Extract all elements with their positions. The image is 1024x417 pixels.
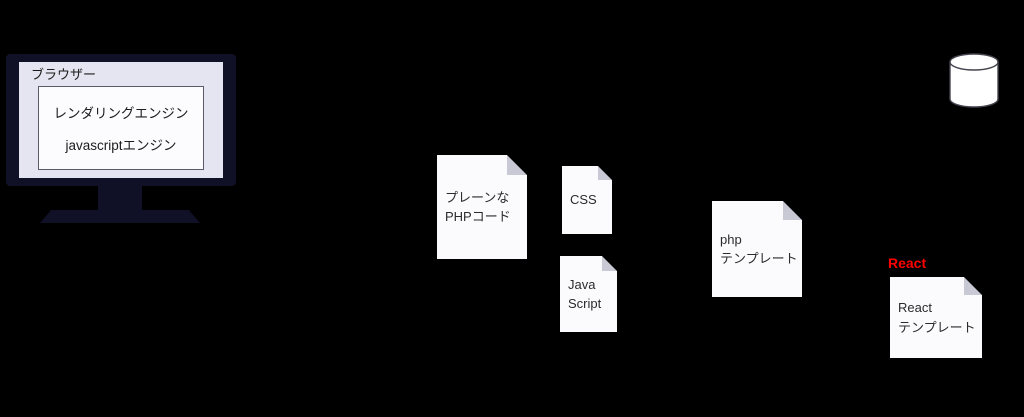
document-react-template-text: React テンプレート bbox=[890, 298, 976, 337]
document-css-line1: CSS bbox=[570, 192, 597, 208]
monitor-bezel: ブラウザー レンダリングエンジン javascriptエンジン bbox=[6, 54, 236, 186]
monitor-stand-neck bbox=[98, 186, 142, 211]
document-plain-php-line1: プレーンな bbox=[445, 189, 510, 205]
rendering-engine-label: レンダリングエンジン bbox=[53, 106, 189, 121]
react-badge: React bbox=[888, 255, 927, 271]
document-php-template-line1: php bbox=[720, 231, 742, 247]
document-javascript-text: Java Script bbox=[560, 275, 601, 314]
monitor-stand-base bbox=[40, 210, 200, 223]
document-php-template: php テンプレート bbox=[712, 201, 802, 297]
monitor-screen: ブラウザー レンダリングエンジン javascriptエンジン bbox=[19, 62, 223, 178]
document-plain-php-line2: PHPコード bbox=[445, 209, 511, 224]
document-plain-php: プレーンな PHPコード bbox=[437, 155, 527, 259]
document-css: CSS bbox=[562, 166, 612, 234]
document-react-template-line2: テンプレート bbox=[898, 319, 976, 335]
document-react-template: React テンプレート bbox=[890, 277, 982, 358]
document-javascript-line2: Script bbox=[568, 296, 602, 311]
database-cylinder-icon bbox=[948, 53, 1000, 111]
document-plain-php-text: プレーンな PHPコード bbox=[437, 188, 511, 227]
browser-label: ブラウザー bbox=[31, 67, 97, 82]
document-react-template-line1: React bbox=[898, 300, 932, 315]
engine-box: レンダリングエンジン javascriptエンジン bbox=[38, 86, 204, 170]
document-javascript: Java Script bbox=[560, 256, 617, 332]
javascript-engine-label: javascriptエンジン bbox=[65, 138, 177, 153]
document-php-template-text: php テンプレート bbox=[712, 230, 798, 269]
document-javascript-line1: Java bbox=[568, 276, 596, 292]
document-css-text: CSS bbox=[562, 190, 597, 210]
document-php-template-line2: テンプレート bbox=[720, 251, 798, 266]
